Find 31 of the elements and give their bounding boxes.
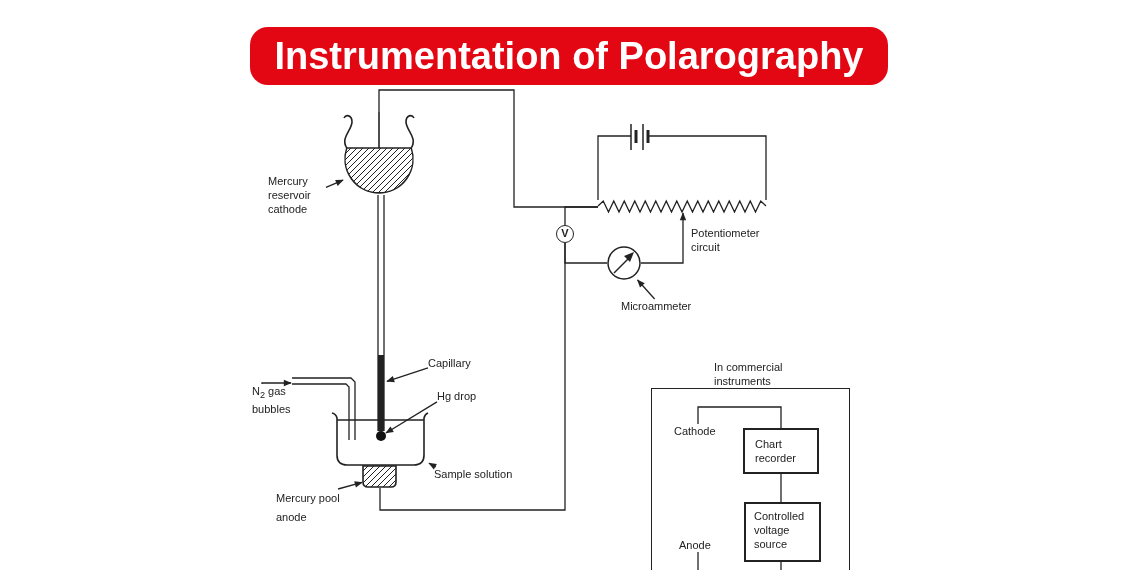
wire [780, 561, 782, 570]
leader-line [428, 462, 437, 470]
wire [564, 206, 599, 226]
leader-line [386, 367, 429, 383]
part-label: Potentiometer circuit [691, 226, 761, 254]
wire [697, 406, 782, 429]
leader-line [636, 279, 656, 300]
process-box: Controlled voltage source [744, 502, 821, 562]
wire [697, 551, 699, 570]
terminal-label: Anode [679, 538, 719, 552]
process-box: Chart recorder [743, 428, 819, 474]
terminal-label: Cathode [674, 424, 724, 438]
wire [379, 242, 566, 511]
title-banner: Instrumentation of Polarography [250, 27, 888, 85]
part-label: Capillary [428, 356, 478, 371]
leader-line [337, 481, 363, 490]
wire [653, 135, 767, 201]
inset-heading: In commercial instruments [714, 360, 784, 388]
part-label: Sample solution [434, 467, 529, 482]
part-label: Mercury reservoir cathode [268, 174, 326, 218]
part-label: Hg drop [437, 389, 487, 404]
leader-line [385, 401, 438, 434]
part-label: Mercury pool anode [276, 489, 344, 527]
gas-inlet-arrow [261, 379, 292, 387]
leader-line [325, 179, 344, 189]
wiper-arrow [640, 212, 687, 264]
wire [597, 135, 629, 201]
part-label: Microammeter [621, 299, 706, 314]
gas-label: N$_{2}$ gas bubbles [252, 384, 304, 432]
wire [780, 473, 782, 503]
voltmeter-symbol: V [556, 225, 574, 243]
